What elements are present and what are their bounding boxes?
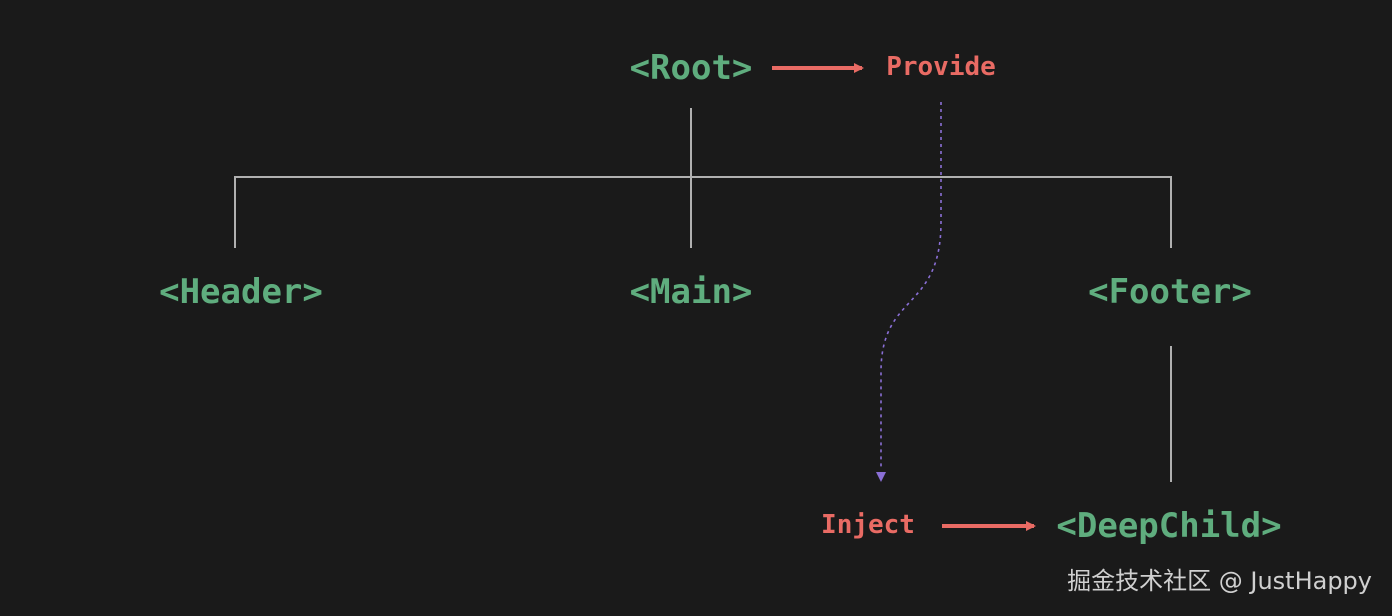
inject-dotted-path [880, 102, 942, 470]
inject-label: Inject [821, 510, 915, 540]
root-node: <Root> [629, 48, 753, 88]
main-node: <Main> [629, 272, 753, 312]
inject-arrowhead [876, 472, 886, 482]
provide-label: Provide [886, 52, 996, 82]
header-node: <Header> [159, 272, 323, 312]
watermark-text: 掘金技术社区 @ JustHappy [1067, 567, 1372, 595]
footer-node: <Footer> [1088, 272, 1252, 312]
deepchild-node: <DeepChild> [1056, 506, 1282, 546]
